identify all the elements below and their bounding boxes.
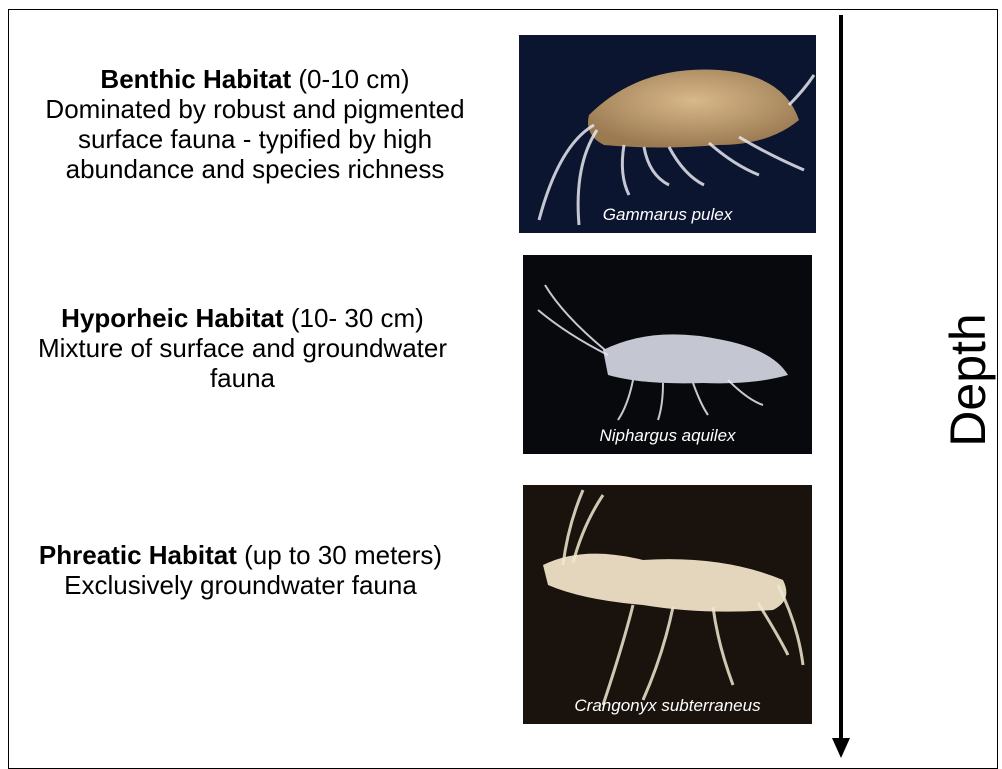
habitat-range: (up to 30 meters): [237, 540, 442, 570]
gammarus-photo: Gammarus pulex: [519, 35, 816, 233]
habitat-description: Mixture of surface and groundwater fauna: [28, 333, 458, 393]
photo-caption: Gammarus pulex: [519, 205, 816, 225]
habitat-description: Dominated by robust and pigmented surfac…: [28, 94, 483, 184]
photo-caption: Crangonyx subterraneus: [523, 696, 812, 716]
depth-axis-line: [839, 15, 843, 745]
niphargus-photo: Niphargus aquilex: [523, 255, 812, 454]
crangonyx-photo: Crangonyx subterraneus: [523, 485, 812, 724]
habitat-range: (10- 30 cm): [284, 303, 424, 333]
depth-axis-label: Depth: [939, 313, 997, 446]
habitat-title: Hyporheic Habitat: [61, 303, 284, 333]
photo-caption: Niphargus aquilex: [523, 426, 812, 446]
habitat-range: (0-10 cm): [291, 64, 409, 94]
hyporheic-habitat-text: Hyporheic Habitat (10- 30 cm) Mixture of…: [20, 303, 465, 393]
amphipod-illustration: [523, 255, 812, 454]
amphipod-illustration: [523, 485, 812, 724]
amphipod-illustration: [519, 35, 816, 233]
benthic-habitat-text: Benthic Habitat (0-10 cm) Dominated by r…: [20, 64, 490, 184]
depth-arrow-head: [832, 738, 850, 758]
habitat-title: Benthic Habitat: [100, 64, 291, 94]
phreatic-habitat-text: Phreatic Habitat (up to 30 meters) Exclu…: [18, 540, 463, 600]
habitat-title: Phreatic Habitat: [39, 540, 237, 570]
habitat-description: Exclusively groundwater fauna: [64, 570, 417, 600]
